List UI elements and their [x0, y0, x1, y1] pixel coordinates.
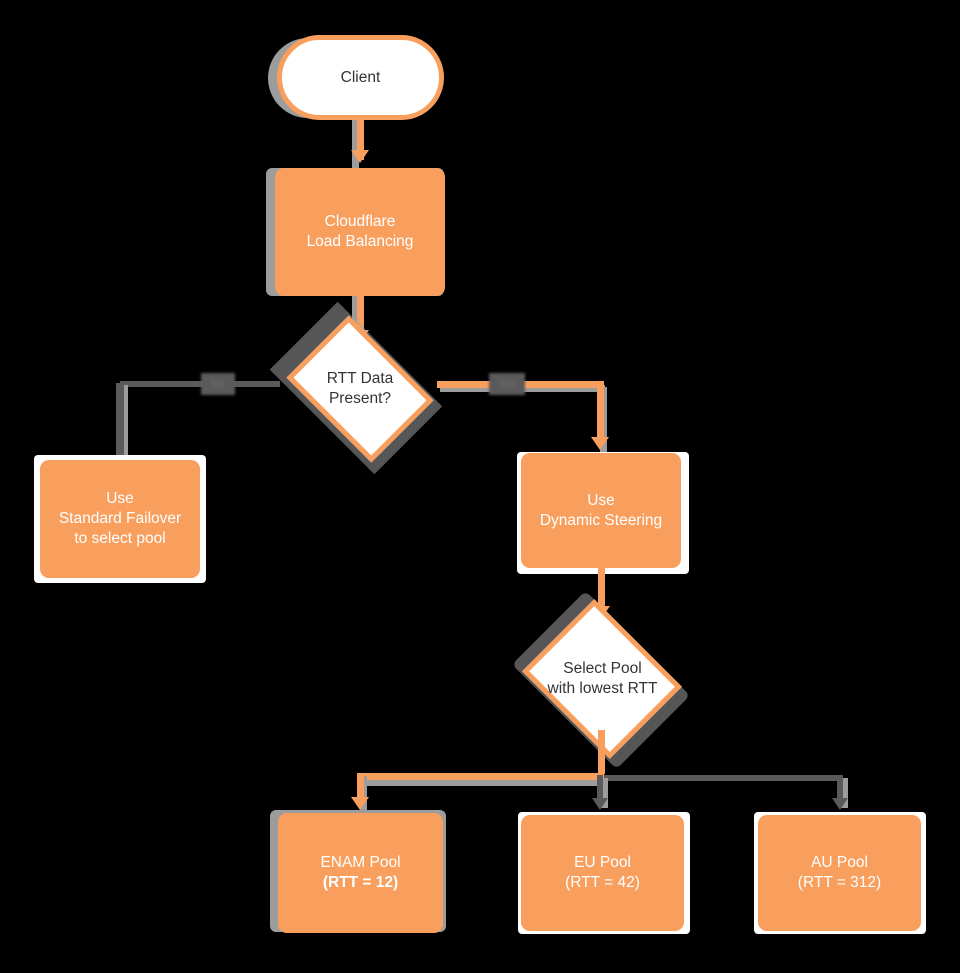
au-pool-name: AU Pool	[811, 854, 868, 872]
edge-lb-to-decision	[357, 296, 364, 336]
edge-decision-no-vertical-shadow	[120, 385, 128, 463]
edge-select-to-au-vertical-shadow	[841, 778, 848, 808]
edge-select-to-eu-vertical	[597, 775, 603, 803]
edge-select-to-enam-horizontal-shadow	[360, 779, 604, 786]
eu-pool-rtt: (RTT = 42)	[565, 874, 640, 891]
edge-label-no: No	[201, 373, 235, 395]
edge-decision-no-vertical	[116, 383, 124, 461]
load-balancing-node-label: Cloudflare Load Balancing	[306, 213, 414, 250]
edge-decision-yes-vertical	[597, 381, 604, 443]
edge-select-stub	[598, 730, 605, 774]
edge-select-to-eu-vertical-shadow	[601, 778, 608, 808]
edge-select-to-au-arrowhead	[832, 798, 848, 810]
rtt-decision-label: RTT Data Present?	[326, 369, 394, 407]
edge-select-to-right-bus	[600, 775, 842, 781]
standard-failover-node-label: Use Standard Failover to select pool	[58, 490, 182, 547]
edge-select-to-enam-horizontal	[357, 773, 604, 780]
dynamic-steering-node-label: Use Dynamic Steering	[539, 491, 663, 529]
client-node-label: Client	[340, 68, 381, 86]
load-balancing-node[interactable]: Cloudflare Load Balancing	[275, 168, 445, 296]
enam-pool-name: ENAM Pool	[320, 854, 401, 872]
edge-decision-no-horizontal	[120, 381, 280, 387]
select-pool-label: Select Pool with lowest RTT	[547, 659, 658, 697]
eu-pool-node[interactable]: EU Pool (RTT = 42)	[521, 815, 684, 931]
edge-select-to-enam-arrowhead	[351, 797, 369, 810]
client-node[interactable]: Client	[277, 35, 444, 120]
edge-steering-to-select	[598, 568, 605, 612]
au-pool-node[interactable]: AU Pool (RTT = 312)	[758, 815, 921, 931]
edge-select-to-au-vertical	[837, 775, 843, 803]
edge-label-yes: Yes	[489, 373, 525, 395]
enam-pool-rtt: (RTT = 12)	[322, 874, 399, 891]
edge-decision-yes-arrowhead	[591, 437, 609, 450]
dynamic-steering-node[interactable]: Use Dynamic Steering	[521, 453, 681, 568]
eu-pool-name: EU Pool	[574, 854, 631, 872]
au-pool-rtt: (RTT = 312)	[797, 874, 882, 891]
standard-failover-node[interactable]: Use Standard Failover to select pool	[40, 460, 200, 578]
edge-client-to-lb	[357, 118, 364, 160]
edge-select-to-enam-vertical	[357, 773, 364, 803]
edge-select-to-eu-arrowhead	[592, 798, 608, 810]
enam-pool-node[interactable]: ENAM Pool (RTT = 12)	[278, 813, 443, 933]
edge-client-to-lb-shadow	[352, 120, 359, 168]
edge-client-to-lb-arrowhead	[351, 150, 369, 163]
